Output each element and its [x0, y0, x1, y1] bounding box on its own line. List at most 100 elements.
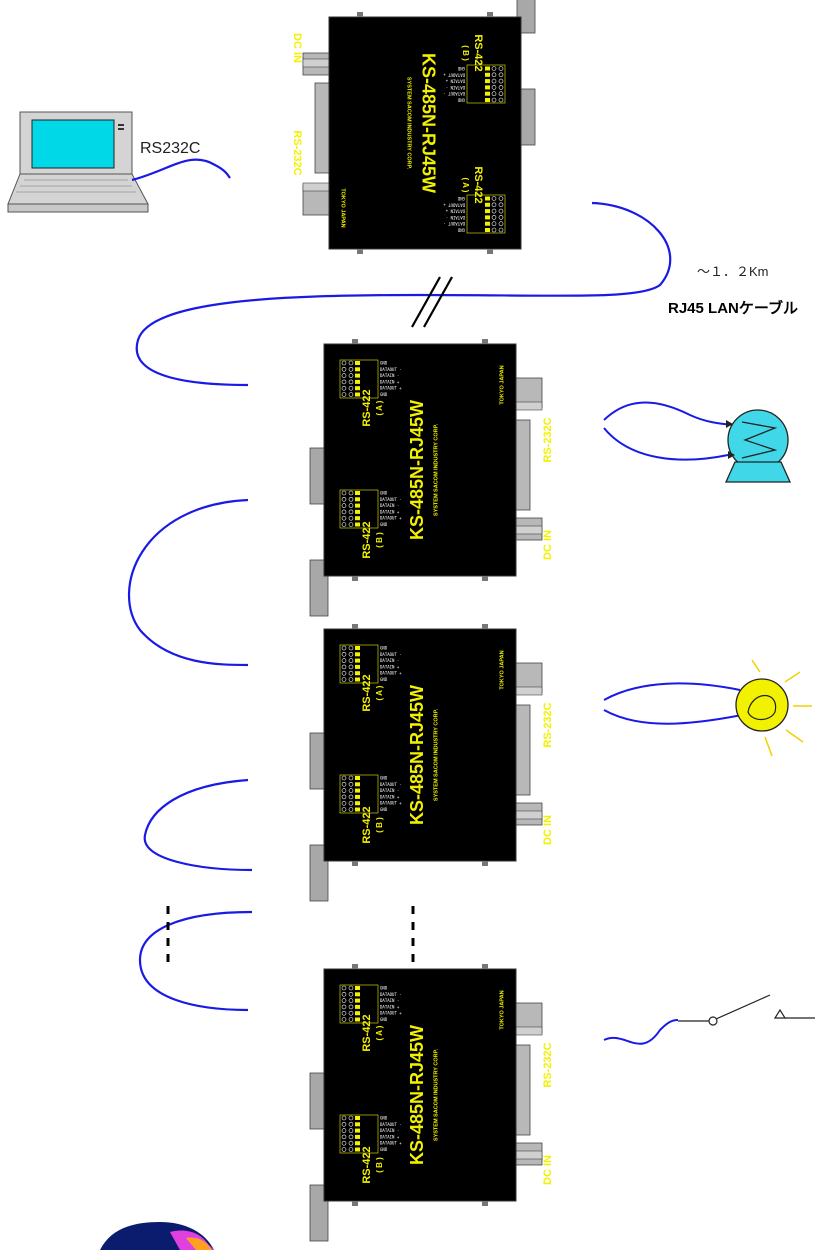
pin-label: DATAIN -	[380, 1128, 399, 1133]
origin-label: TOKYO JAPAN	[340, 188, 346, 227]
pin-label: DATAOUT +	[380, 801, 402, 806]
pin-label: DATAIN +	[445, 209, 465, 214]
pin-label: GND	[380, 1116, 388, 1121]
pin-label: DATAIN +	[380, 509, 400, 514]
maker-label: SYSTEM SACOM INDUSTRY CORP.	[433, 1048, 439, 1141]
maker-label: SYSTEM SACOM INDUSTRY CORP.	[406, 77, 412, 170]
pin-label: GND	[380, 646, 388, 651]
pin-label: DATAIN -	[380, 373, 399, 378]
port-b-sub-label: ( B )	[375, 1157, 384, 1173]
pin-label: DATAOUT -	[380, 992, 402, 997]
pin-label: GND	[457, 98, 465, 103]
rs232c-cable	[131, 158, 231, 182]
pin-label: DATAIN +	[380, 379, 400, 384]
pc-link-label: RS232C	[140, 140, 200, 157]
pin-label: DATAOUT -	[380, 1122, 402, 1127]
pin-label: GND	[380, 776, 388, 781]
pin-label: DATAOUT +	[380, 386, 402, 391]
rs232c-label: RS-232C	[542, 417, 554, 462]
laptop-icon	[7, 111, 149, 213]
pin-label: DATAIN +	[380, 1134, 400, 1139]
port-a-label: RS-422	[361, 1014, 373, 1051]
rs232c-label: RS-232C	[542, 702, 554, 747]
pin-label: DATAIN -	[380, 788, 399, 793]
model-label: KS-485N-RJ45W	[407, 1025, 427, 1165]
cable-layer	[127, 158, 672, 1012]
pin-label: DATAOUT -	[380, 497, 402, 502]
origin-label: TOKYO JAPAN	[499, 365, 505, 404]
rs232c-label: RS-232C	[291, 130, 303, 175]
port-a-sub-label: ( A )	[461, 178, 470, 193]
pin-label: DATAOUT +	[443, 72, 465, 77]
model-label: KS-485N-RJ45W	[407, 685, 427, 825]
pin-label: DATAOUT +	[380, 671, 402, 676]
pin-label: GND	[380, 1147, 388, 1152]
maker-label: SYSTEM SACOM INDUSTRY CORP.	[433, 708, 439, 801]
company-logo	[100, 1222, 214, 1250]
port-a-label: RS-422	[472, 166, 484, 203]
pin-label: GND	[380, 986, 388, 991]
model-label: KS-485N-RJ45W	[418, 53, 438, 193]
pin-label: GND	[380, 491, 388, 496]
port-b-label: RS-422	[361, 521, 373, 558]
pin-label: DATAOUT -	[443, 221, 465, 226]
lan-cable-3	[143, 778, 253, 872]
pin-label: GND	[380, 361, 388, 366]
pin-label: DATAIN +	[380, 794, 400, 799]
port-b-label: RS-422	[361, 806, 373, 843]
pin-label: DATAIN -	[446, 85, 465, 90]
port-b-sub-label: ( B )	[375, 817, 384, 833]
pin-label: DATAOUT +	[380, 1141, 402, 1146]
pin-label: GND	[457, 228, 465, 233]
port-a-sub-label: ( A )	[375, 685, 384, 700]
dc-in-label: DC IN	[291, 33, 303, 63]
pin-label: DATAIN -	[380, 658, 399, 663]
port-a-sub-label: ( A )	[375, 400, 384, 415]
cable-break-mark	[411, 276, 453, 328]
port-a-sub-label: ( A )	[375, 1025, 384, 1040]
pin-label: DATAOUT +	[380, 1011, 402, 1016]
pin-label: DATAIN -	[380, 998, 399, 1003]
port-b-label: RS-422	[472, 34, 484, 71]
port-b-sub-label: ( B )	[375, 532, 384, 548]
distance-label: ～１．２Km	[697, 264, 769, 279]
switch-icon	[678, 994, 815, 1026]
pin-label: DATAOUT +	[380, 516, 402, 521]
motor-icon	[724, 409, 792, 483]
pin-label: GND	[380, 677, 388, 682]
port-a-label: RS-422	[361, 674, 373, 711]
model-label: KS-485N-RJ45W	[407, 400, 427, 540]
dc-in-label: DC IN	[542, 530, 554, 560]
port-a-label: RS-422	[361, 389, 373, 426]
cable-label: RJ45 LANケーブル	[668, 299, 798, 317]
pin-label: DATAOUT -	[443, 91, 465, 96]
lan-cable-4	[138, 910, 253, 1012]
lamp-icon	[735, 659, 812, 757]
dc-in-label: DC IN	[542, 1155, 554, 1185]
origin-label: TOKYO JAPAN	[499, 990, 505, 1029]
pin-label: DATAIN +	[445, 79, 465, 84]
pin-label: GND	[380, 1017, 388, 1022]
rs232c-label: RS-232C	[542, 1042, 554, 1087]
lan-cable-main	[135, 201, 672, 387]
pin-label: DATAOUT +	[443, 202, 465, 207]
maker-label: SYSTEM SACOM INDUSTRY CORP.	[433, 423, 439, 516]
pin-label: GND	[380, 522, 388, 527]
port-b-label: RS-422	[361, 1146, 373, 1183]
pin-label: GND	[380, 807, 388, 812]
lan-cable-2	[127, 498, 249, 667]
continuation-dots	[166, 906, 415, 962]
